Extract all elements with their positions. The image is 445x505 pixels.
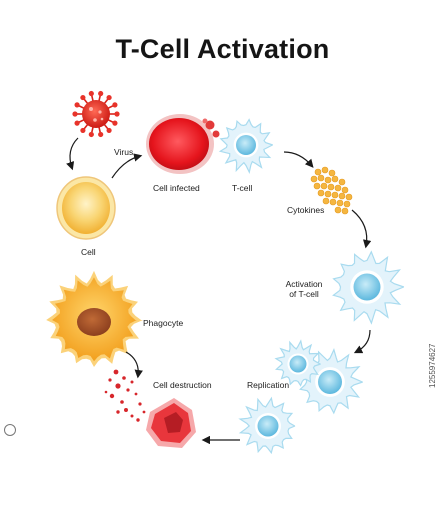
label-phagocyte: Phagocyte	[143, 318, 184, 328]
page-title: T-Cell Activation	[115, 34, 330, 64]
stock-logo-icon	[4, 424, 16, 436]
stock-id: 1255974627	[428, 343, 437, 389]
arrow-activation-to-replication	[353, 329, 371, 354]
arrow-phagocyte-to-destruction	[125, 351, 143, 379]
activated-t-cell-icon	[332, 250, 405, 325]
label-cell-destruction: Cell destruction	[153, 380, 212, 390]
cytokines-icon	[310, 166, 353, 215]
label-replication: Replication	[247, 380, 290, 390]
virus-icon	[72, 90, 120, 138]
label-activation-line2: of T-cell	[289, 289, 319, 299]
arrow-cell-to-infected	[111, 153, 143, 179]
replicated-t-cell-icon	[274, 339, 321, 387]
phagocyte-icon	[46, 270, 144, 367]
cell-icon	[56, 176, 116, 240]
destroyed-cell-icon	[146, 398, 196, 448]
replicated-t-cell-icon	[238, 396, 296, 455]
label-cell: Cell	[81, 247, 96, 257]
arrow-virus-to-cell	[66, 137, 79, 171]
arrow-tcell-to-cytokines	[283, 151, 314, 168]
label-activation: Activation of T-cell	[280, 279, 328, 299]
label-t-cell: T-cell	[232, 183, 253, 193]
label-cell-infected: Cell infected	[153, 183, 200, 193]
label-virus: Virus	[114, 147, 134, 157]
label-activation-line1: Activation	[285, 279, 323, 289]
arrow-cytokines-to-activation	[351, 209, 372, 249]
label-cytokines: Cytokines	[287, 205, 325, 215]
arrows	[66, 137, 372, 445]
t-cell-icon	[218, 118, 273, 175]
infected-cell-icon	[146, 114, 220, 174]
cell-debris-icon	[104, 369, 146, 422]
